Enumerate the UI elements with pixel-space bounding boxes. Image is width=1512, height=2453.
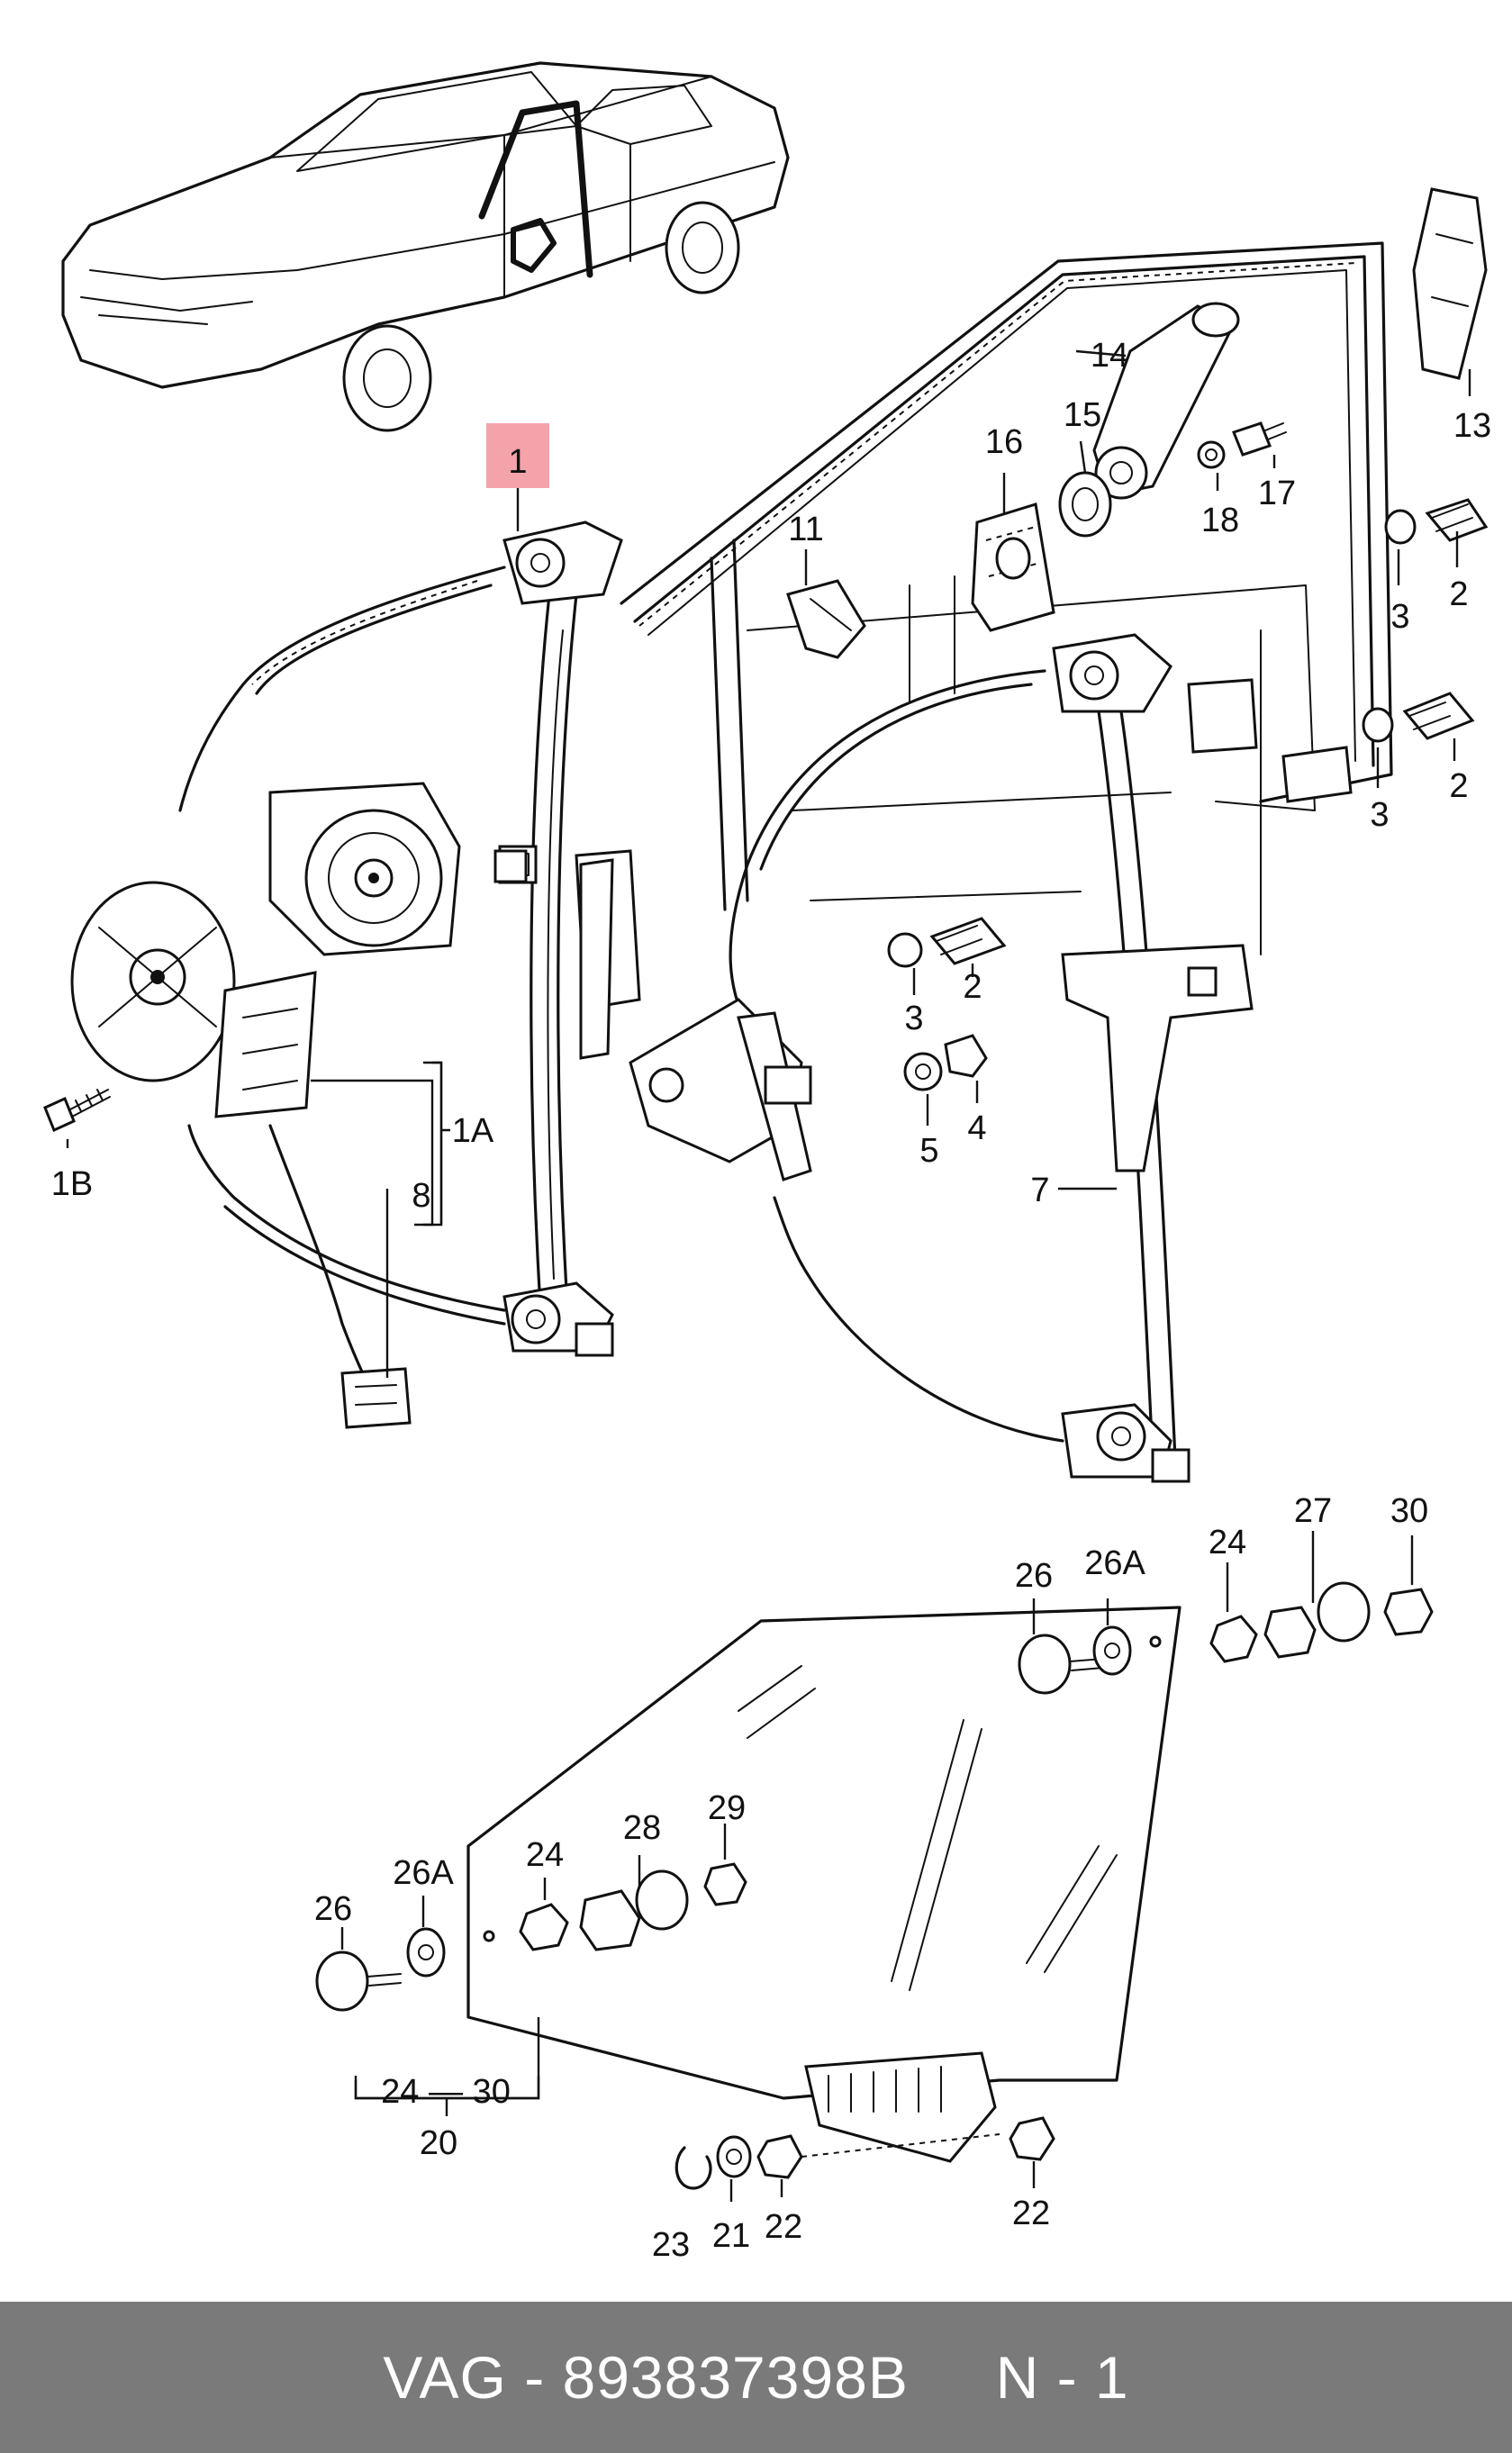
- callout-20: 20: [420, 2124, 457, 2162]
- group-bracket-1A: [423, 1061, 450, 1226]
- footer-part-number: 893837398B: [562, 2344, 909, 2411]
- callout-1: 1: [508, 443, 527, 481]
- group-bracket-20: [354, 2076, 540, 2116]
- callout-26b: 26: [314, 1890, 352, 1928]
- callout-2c: 2: [963, 968, 982, 1006]
- callout-14: 14: [1091, 337, 1128, 375]
- callout-22b: 22: [1012, 2195, 1050, 2232]
- callout-7: 7: [1030, 1172, 1049, 1209]
- footer-label: VAG - 893837398B N - 1: [383, 2344, 1129, 2411]
- callout-13: 13: [1453, 407, 1491, 445]
- regulator-assembly-left: [43, 520, 641, 1429]
- callout-16: 16: [985, 423, 1023, 461]
- callout-2b: 2: [1449, 767, 1468, 805]
- callout-11: 11: [788, 511, 823, 548]
- diagram-canvas: 1 1A 1B 8 13 14 15 16 18 17 11 3 2 3 2 3…: [43, 61, 1491, 2264]
- window-glass-assembly: [315, 1581, 1434, 2190]
- footer-bar: VAG - 893837398B N - 1: [0, 2302, 1512, 2453]
- callout-22a: 22: [765, 2208, 802, 2246]
- callout-17: 17: [1258, 475, 1296, 512]
- footer-brand: VAG: [383, 2344, 507, 2411]
- callout-8: 8: [412, 1177, 430, 1215]
- callout-3c: 3: [904, 1000, 923, 1037]
- callout-labels: 1 1A 1B 8 13 14 15 16 18 17 11 3 2 3 2 3…: [51, 337, 1491, 2264]
- callout-1B: 1B: [51, 1165, 93, 1203]
- door-frame-and-regulator: [620, 187, 1489, 1483]
- callout-24b: 24: [526, 1836, 564, 1874]
- callout-1-highlight: [486, 423, 549, 488]
- callout-4: 4: [967, 1109, 986, 1147]
- callout-5: 5: [919, 1132, 938, 1170]
- callout-3b: 3: [1370, 796, 1389, 834]
- car-overview-illustration: [61, 61, 790, 432]
- callout-26Aa: 26A: [1084, 1544, 1145, 1582]
- callout-29: 29: [708, 1789, 746, 1827]
- callout-30: 30: [1390, 1492, 1428, 1530]
- callout-21: 21: [712, 2217, 750, 2255]
- callout-27: 27: [1294, 1492, 1332, 1530]
- footer-position: N - 1: [995, 2344, 1129, 2411]
- callout-15: 15: [1064, 396, 1101, 434]
- callout-2a: 2: [1449, 575, 1468, 613]
- callout-28: 28: [623, 1809, 661, 1847]
- callout-18: 18: [1201, 502, 1239, 539]
- callout-23: 23: [652, 2226, 690, 2264]
- callout-1A: 1A: [452, 1112, 494, 1150]
- exploded-parts-diagram: 1 1A 1B 8 13 14 15 16 18 17 11 3 2 3 2 3…: [43, 61, 1491, 2264]
- callout-26a: 26: [1015, 1557, 1053, 1595]
- callout-3a: 3: [1390, 598, 1409, 636]
- callout-26Ab: 26A: [393, 1854, 454, 1892]
- callout-24a: 24: [1209, 1524, 1246, 1561]
